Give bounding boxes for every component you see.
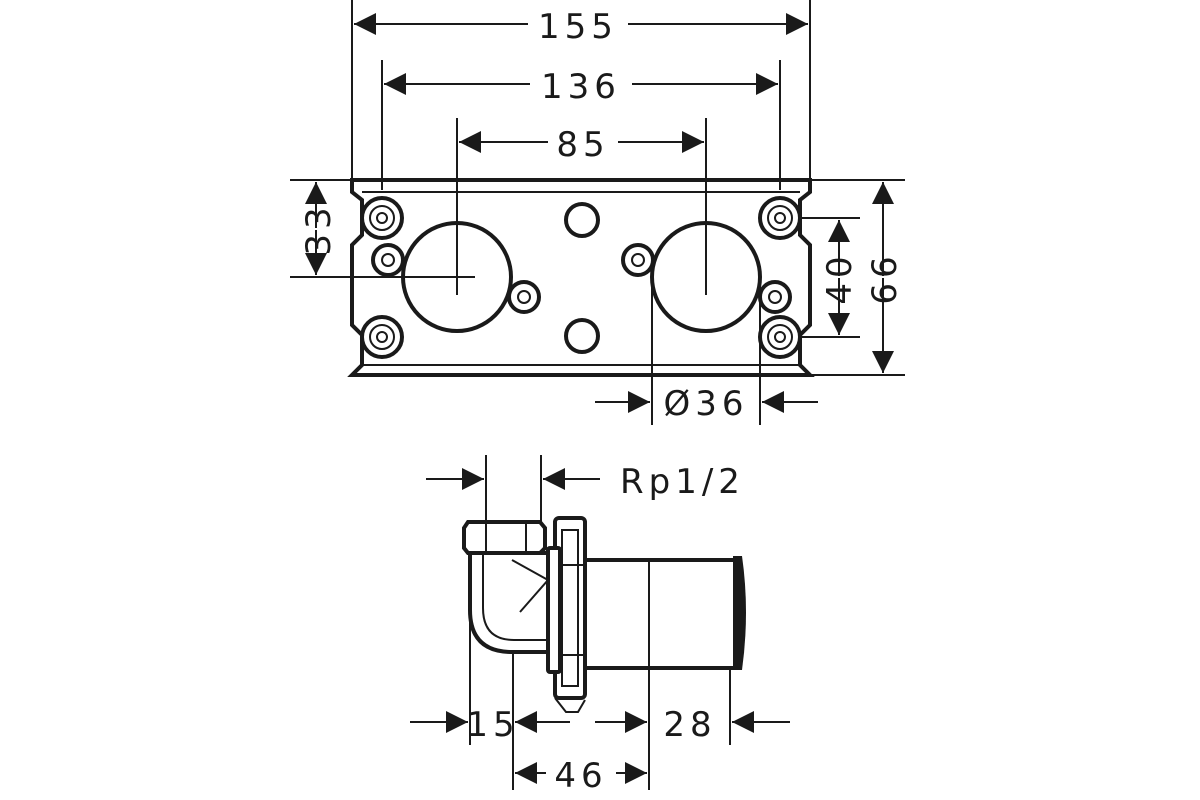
connection-nut: [462, 520, 547, 555]
front-view: 155 136 85 33 40 66 Ø36: [290, 0, 905, 425]
upper-centre-hole: [564, 202, 600, 238]
elbow-body: [468, 551, 557, 654]
dim-overall-height: 66: [865, 251, 905, 304]
side-view: Rp1/2 15 28 46: [410, 455, 790, 796]
lower-centre-hole: [564, 318, 600, 354]
dim-left-offset: 33: [299, 202, 339, 255]
dim-outlet-spacing: 85: [556, 125, 609, 165]
cover-cylinder: [583, 558, 737, 670]
dim-outlet-diameter: Ø36: [663, 384, 748, 424]
fixing-bosses: [360, 196, 802, 359]
dim-depth-body: 46: [554, 756, 607, 796]
dim-overall-width: 155: [538, 7, 618, 47]
dim-fixing-height: 40: [820, 251, 860, 304]
end-cap: [733, 556, 746, 670]
dim-thread: Rp1/2: [620, 462, 745, 502]
dim-fixing-span: 136: [541, 67, 621, 107]
dim-depth-cap: 28: [663, 705, 716, 745]
dim-depth-front: 15: [466, 705, 519, 745]
